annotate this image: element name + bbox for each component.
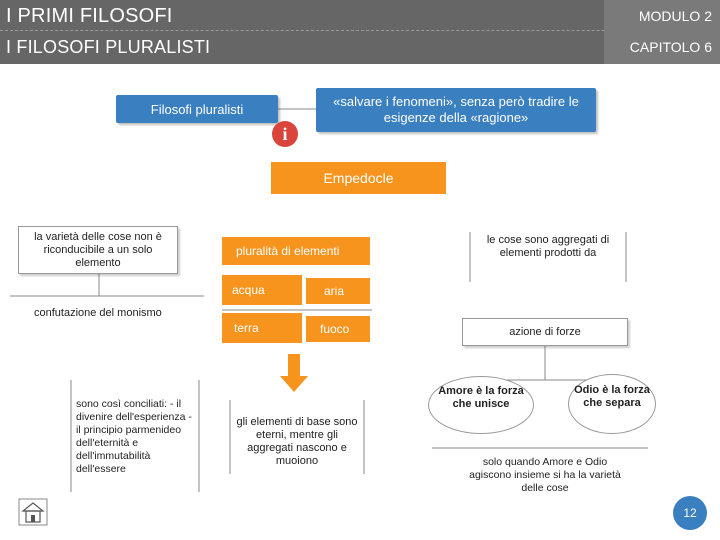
together-text: solo quando Amore e Odio agiscono insiem… bbox=[469, 456, 621, 494]
quote-text: «salvare i fenomeni», senza però tradire… bbox=[333, 94, 579, 125]
plurality-label: pluralità di elementi bbox=[236, 244, 340, 258]
element-acqua: acqua bbox=[222, 275, 302, 305]
element-terra: terra bbox=[222, 313, 302, 343]
empedocle-label: Empedocle bbox=[323, 170, 394, 186]
chapter-label: CAPITOLO 6 bbox=[629, 39, 712, 55]
element-terra-label: terra bbox=[234, 321, 259, 335]
love-text: Amore è la forza che unisce bbox=[438, 385, 524, 410]
module-label: MODULO 2 bbox=[638, 8, 712, 24]
element-fuoco: fuoco bbox=[306, 316, 370, 342]
conciliated-text: sono così conciliati: - il divenire dell… bbox=[76, 398, 192, 475]
element-aria-label: aria bbox=[324, 284, 345, 298]
empedocle-box: Empedocle bbox=[271, 162, 446, 194]
plurality-box: pluralità di elementi bbox=[222, 237, 370, 265]
forces-box: azione di forze bbox=[462, 318, 628, 346]
pluralists-label: Filosofi pluralisti bbox=[150, 101, 244, 117]
element-fuoco-label: fuoco bbox=[320, 322, 350, 336]
header-row bbox=[0, 0, 720, 31]
refutation-text: confutazione del monismo bbox=[34, 307, 162, 319]
aggregates-text: le cose sono aggregati di elementi prodo… bbox=[486, 234, 610, 259]
hate-box: Odio è la forza che separa bbox=[568, 374, 656, 434]
eternal-text: gli elementi di base sono eterni, mentre… bbox=[236, 416, 358, 467]
page-number[interactable]: 12 bbox=[673, 496, 707, 530]
forces-label: azione di forze bbox=[509, 326, 581, 338]
header-right-panel: MODULO 2 CAPITOLO 6 bbox=[604, 0, 720, 64]
header-bar: I PRIMI FILOSOFI I FILOSOFI PLURALISTI M… bbox=[0, 0, 720, 64]
page-subtitle: I FILOSOFI PLURALISTI bbox=[6, 37, 211, 57]
info-badge[interactable]: i bbox=[272, 121, 298, 147]
home-icon[interactable] bbox=[18, 498, 48, 526]
element-acqua-label: acqua bbox=[232, 283, 265, 297]
love-box: Amore è la forza che unisce bbox=[428, 376, 534, 434]
pluralists-box: Filosofi pluralisti bbox=[116, 95, 278, 123]
variety-text: la varietà delle cose non è riconducibil… bbox=[34, 231, 162, 269]
variety-box: la varietà delle cose non è riconducibil… bbox=[18, 226, 178, 274]
hate-text: Odio è la forza che separa bbox=[574, 384, 650, 409]
page-title: I PRIMI FILOSOFI bbox=[6, 5, 173, 27]
quote-box: «salvare i fenomeni», senza però tradire… bbox=[316, 88, 596, 132]
element-aria: aria bbox=[306, 278, 370, 304]
